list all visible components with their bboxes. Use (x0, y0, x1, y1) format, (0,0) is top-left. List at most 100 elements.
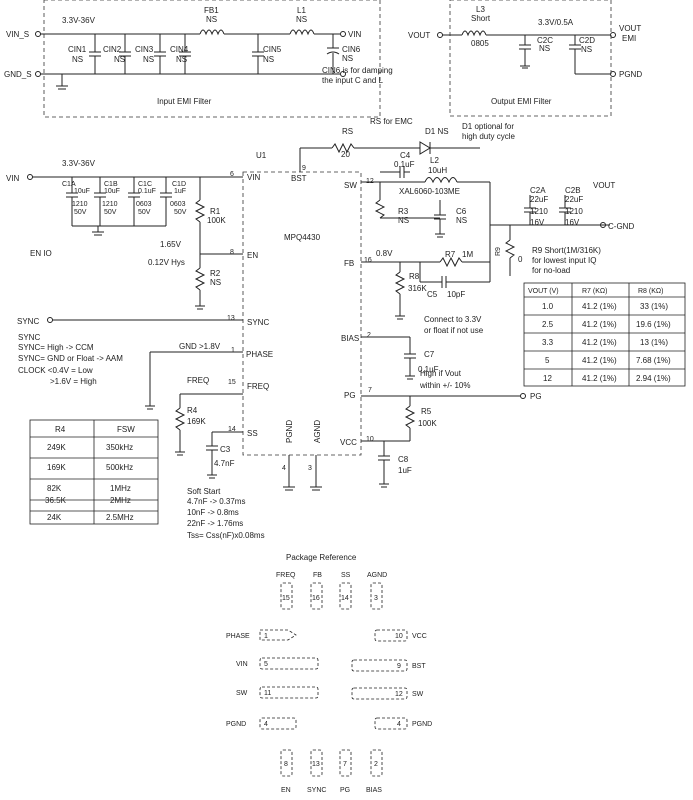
vout-in-terminal (437, 32, 443, 38)
c1d-value: 1uF (174, 188, 186, 195)
en-hysteresis: 0.12V Hys (148, 258, 185, 267)
vout-row-4-r7: 41.2 (1%) (582, 356, 617, 365)
package-right-pins: 10 VCC 9 BST 12 SW 4 PGND (351, 629, 432, 730)
cin-caps: CIN1 NS CIN2 NS CIN3 NS CIN4 NS CIN5 NS … (68, 34, 361, 74)
vout-row-1-r7: 41.2 (1%) (582, 302, 617, 311)
d1-note-3: high duty cycle (462, 132, 515, 141)
c1b-value: 10uF (104, 188, 120, 195)
r1-ref: R1 (210, 207, 221, 216)
pkg-top-fb-pad (310, 582, 323, 610)
pkg-top-ss-name: SS (341, 572, 351, 579)
pin-in-num: 6 (230, 171, 234, 178)
c3-value: 4.7nF (214, 459, 235, 468)
pg-note-1: High if Vout (420, 369, 462, 378)
pin-fb: FB (344, 259, 354, 268)
rs-value: 20 (341, 150, 350, 159)
freq-table-header-fsw: FSW (117, 425, 135, 434)
freq-table-header-r4: R4 (55, 425, 66, 434)
cin4-value: NS (176, 55, 187, 64)
pkg-bottom-pg-pad (339, 749, 352, 777)
vout-table-header-vout: VOUT (V) (528, 288, 559, 295)
vout-row-3-r7: 41.2 (1%) (582, 338, 617, 347)
freq-row-5-fsw: 2.5MHz (106, 513, 134, 522)
pkg-bottom-sync-num: 13 (312, 761, 320, 768)
c2b-ref: C2B (565, 186, 581, 195)
pin-bias: BIAS (341, 334, 359, 343)
sync-terminal (47, 317, 53, 323)
pkg-right-pgnd-name: PGND (412, 721, 432, 728)
soft-start-2: 4.7nF -> 0.37ms (187, 497, 245, 506)
vout-row-3-r8: 13 (1%) (640, 338, 668, 347)
cin2-ref: CIN2 (103, 45, 122, 54)
freq-row-2-r4: 169K (47, 463, 66, 472)
pkg-left-phase-num: 1 (264, 633, 268, 640)
c2a-ref: C2A (530, 186, 546, 195)
c2c-value: NS (539, 44, 550, 53)
rs-ref: RS (342, 127, 353, 136)
fb-0v8: 0.8V (376, 249, 393, 258)
soft-start-3: 10nF -> 0.8ms (187, 508, 239, 517)
pin-en: EN (247, 251, 258, 260)
r9-note-3: for no-load (532, 266, 570, 275)
fb1-ref: FB1 (204, 6, 219, 15)
freq-row-5-r4: 24K (47, 513, 62, 522)
l2-value-1: 10uH (428, 166, 447, 175)
package-left-pins: PHASE 1 VIN 5 SW 11 PGND 4 (226, 629, 319, 730)
pkg-right-bst-num: 9 (397, 663, 401, 670)
freq-row-1-fsw: 350kHz (106, 443, 133, 452)
r7-resistor (439, 256, 463, 268)
l2-ref: L2 (430, 156, 439, 165)
pkg-right-vcc-num: 10 (395, 633, 403, 640)
freq-label: FREQ (187, 376, 209, 385)
r1-resistor (194, 199, 206, 223)
gnd-s-label: GND_S (4, 70, 32, 79)
rs-note: RS for EMC (370, 117, 413, 126)
l3-ref: L3 (476, 5, 485, 14)
cin6-value: NS (342, 54, 353, 63)
c-gnd-terminal (600, 222, 606, 228)
c1a-ref: C1A (62, 181, 76, 188)
l3-value-1: Short (471, 14, 491, 23)
cin4-ref: CIN4 (170, 45, 189, 54)
freq-row-2-fsw: 500kHz (106, 463, 133, 472)
r9-resistor (504, 239, 516, 259)
c1c-size: 0603 (136, 201, 152, 208)
pkg-left-pgnd-name: PGND (226, 721, 246, 728)
pin-freq-num: 15 (228, 379, 236, 386)
vin-terminal (27, 174, 33, 180)
en-io-label: EN IO (30, 249, 52, 258)
pkg-top-fb-num: 16 (312, 595, 320, 602)
c7-ref: C7 (424, 350, 435, 359)
pkg-right-pgnd-pad (374, 717, 408, 730)
pkg-right-sw-name: SW (412, 691, 424, 698)
vout-row-4-vout: 5 (545, 356, 550, 365)
c5-value: 10pF (447, 290, 465, 299)
pkg-top-freq-pad (280, 582, 293, 610)
c1a-rating: 50V (74, 209, 87, 216)
c6-value: NS (456, 216, 467, 225)
cin2-value: NS (114, 55, 125, 64)
package-top-pins: FREQ 15 FB 16 SS 14 AGND 3 (276, 572, 387, 610)
vout-row-1-vout: 1.0 (542, 302, 554, 311)
l1-value: NS (296, 15, 307, 24)
pkg-right-sw-pad (351, 687, 408, 700)
c2a-size: 1210 (530, 207, 548, 216)
vout-row-2-vout: 2.5 (542, 320, 554, 329)
r4-value: 169K (187, 417, 206, 426)
l3-value-2: 0805 (471, 39, 489, 48)
pkg-bottom-pg-name: PG (340, 787, 350, 794)
pkg-right-pgnd-num: 4 (397, 721, 401, 728)
r3-ref: R3 (398, 207, 409, 216)
pg-terminal (520, 393, 526, 399)
r7-1m: 1M (462, 250, 473, 259)
r9-value: 0 (518, 255, 523, 264)
pin-freq: FREQ (247, 382, 269, 391)
vout-table-header-r7: R7 (KΩ) (582, 288, 607, 295)
c3-ref: C3 (220, 445, 231, 454)
pin-in: VIN (247, 173, 261, 182)
vin-s-label: VIN_S (6, 30, 29, 39)
c2d-value: NS (581, 45, 592, 54)
pkg-left-pgnd-num: 4 (264, 721, 268, 728)
r8-resistor (394, 271, 406, 295)
output-emi-filter: VOUT L3 Short 0805 3.3V/0.5A VOUT EMI C2… (408, 0, 642, 117)
